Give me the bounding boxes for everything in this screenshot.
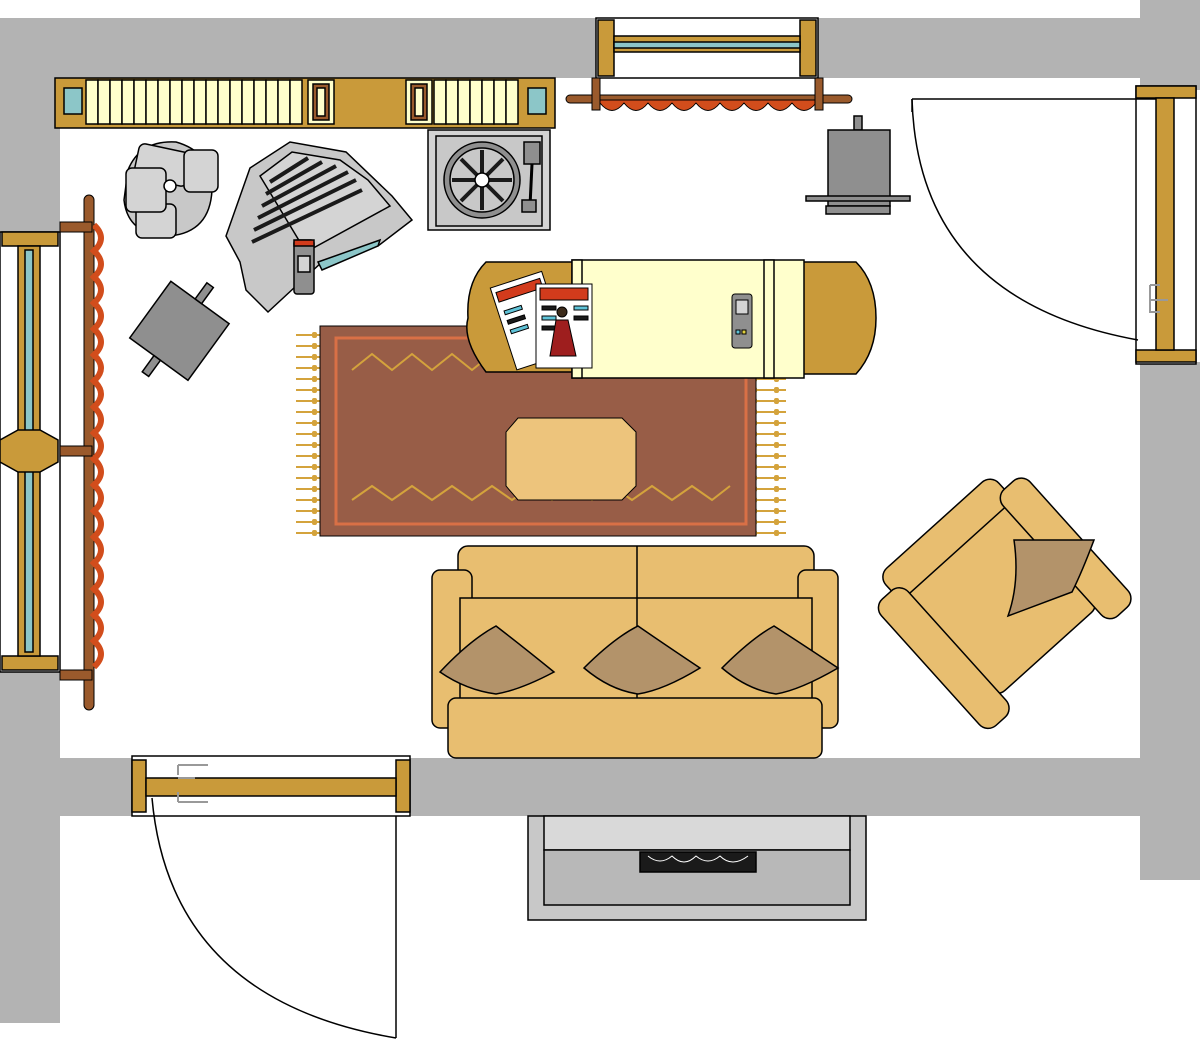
top-curtain	[565, 77, 853, 111]
armchair-cushion	[1006, 539, 1096, 618]
sofa	[431, 545, 840, 759]
remote-control-icon	[731, 293, 753, 349]
desk-chair	[805, 115, 911, 215]
left-wall-top	[0, 18, 60, 238]
top-wall-right	[818, 18, 1140, 78]
door-handle-icon	[1149, 284, 1168, 313]
sofa-cushion-1	[438, 625, 556, 695]
sofa-cushion-3	[720, 625, 840, 695]
right-wall-top	[1140, 0, 1200, 90]
left-window	[0, 231, 61, 673]
bookshelf	[54, 77, 556, 129]
door-handle-icon-bottom	[177, 764, 208, 803]
left-curtain	[59, 194, 104, 711]
round-chair	[123, 141, 219, 239]
stool	[128, 280, 231, 382]
bottom-door	[131, 755, 411, 1039]
magazines	[489, 270, 593, 371]
fireplace	[527, 815, 867, 921]
bottom-wall-left	[28, 758, 134, 816]
armchair	[877, 477, 1132, 730]
top-wall-left	[0, 18, 598, 78]
left-wall-bottom	[0, 668, 60, 1023]
top-window	[595, 17, 819, 79]
books-right	[433, 79, 519, 125]
logs-icon	[639, 851, 757, 873]
record-player-icon	[427, 129, 551, 231]
right-door	[911, 85, 1197, 365]
grand-piano	[225, 141, 414, 314]
books-left	[85, 79, 303, 125]
sofa-cushion-2	[582, 625, 702, 695]
bottom-wall-right	[408, 758, 1140, 816]
right-wall-bottom	[1140, 362, 1200, 880]
